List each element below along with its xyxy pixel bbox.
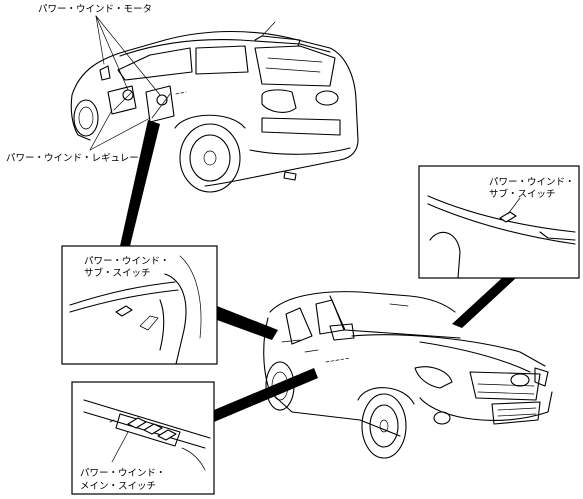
- rear-vehicle-illustration: [70, 15, 359, 193]
- callout-beam-left-sub: [120, 120, 160, 246]
- label-main-switch-line2: メイン・スイッチ: [80, 481, 156, 492]
- main-switch-detail: [71, 381, 215, 495]
- label-right-sub-switch-line2: サブ・スイッチ: [489, 188, 556, 200]
- callout-beam-main-switch: [214, 368, 318, 422]
- label-left-sub-switch-line2: サブ・スイッチ: [84, 267, 151, 279]
- label-left-sub-switch-line1: パワー・ウインド・: [84, 256, 170, 267]
- callout-beam-right-sub: [452, 278, 516, 328]
- callout-beam-left-to-front: [217, 306, 278, 340]
- label-power-window-regulator: パワー・ウインド・レギュレータ: [6, 153, 148, 164]
- left-sub-switch-detail: [61, 245, 218, 365]
- front-vehicle-illustration: [263, 291, 553, 459]
- right-sub-switch-detail: [418, 165, 580, 279]
- label-power-window-motor: パワー・ウインド・モータ: [38, 4, 152, 15]
- label-main-switch-line1: パワー・ウインド・: [80, 468, 166, 479]
- label-right-sub-switch-line1: パワー・ウインド・: [489, 177, 575, 188]
- text-labels: パワー・ウインド・モータ パワー・ウインド・レギュレータ パワー・ウインド・ サ…: [6, 4, 575, 492]
